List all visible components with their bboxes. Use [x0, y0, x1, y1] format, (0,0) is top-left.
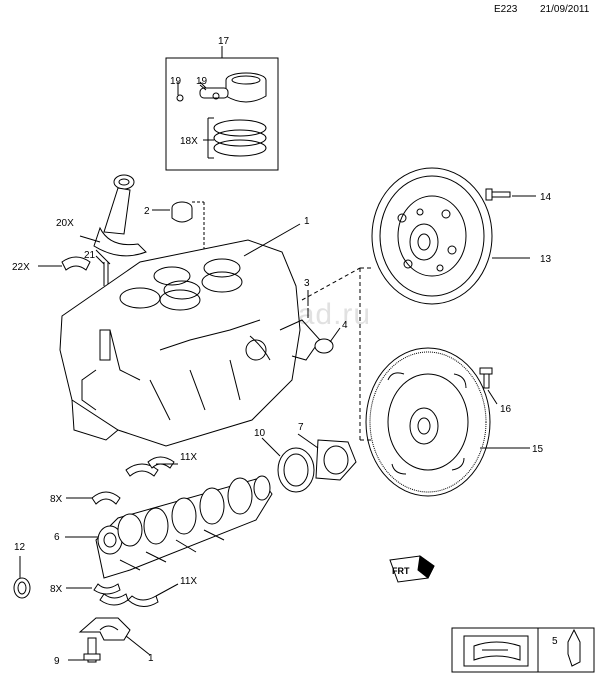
- front-direction-marker: FRT: [389, 555, 435, 583]
- callout-1-cap: 1: [148, 653, 154, 664]
- connecting-rod: [93, 174, 147, 286]
- flexplate-bolt: [479, 367, 493, 389]
- callout-11x-upper: 11X: [180, 452, 197, 463]
- leader-lines: [19, 81, 536, 661]
- legend-box: [451, 627, 595, 673]
- cylinder-block: [59, 239, 321, 447]
- piston-kit-box: [165, 57, 279, 171]
- piston-pin-clip-left: [176, 94, 184, 102]
- piston-rings: [213, 119, 267, 157]
- front-marker-label: FRT: [392, 566, 410, 576]
- callout-3: 3: [304, 278, 310, 289]
- callout-labels: 17 19 19 18X 2 1 20X 21 22X 3 4 10 7 11X…: [12, 36, 558, 667]
- callout-8x-lower: 8X: [50, 584, 63, 595]
- callout-14: 14: [540, 192, 552, 203]
- cap-bolt: [83, 637, 101, 663]
- flexplate: [365, 347, 491, 497]
- callout-4: 4: [342, 320, 348, 331]
- callout-6: 6: [54, 532, 60, 543]
- piston-pin: [199, 87, 229, 99]
- thrust-bearing-upper: [91, 491, 121, 505]
- callout-1-block: 1: [304, 216, 310, 227]
- reference-lines: [301, 267, 372, 441]
- callout-2: 2: [144, 206, 150, 217]
- flywheel-bolt: [485, 188, 511, 201]
- repair-manual-icon: [463, 635, 529, 667]
- piston-pin-clip-right: [212, 92, 220, 100]
- diagram-code: E223: [494, 4, 518, 15]
- front-crank-seal: [13, 577, 31, 599]
- dual-mass-flywheel: [371, 167, 493, 305]
- rear-main-seal: [277, 447, 315, 493]
- callout-10: 10: [254, 428, 266, 439]
- sealant-tube-icon: [567, 628, 581, 667]
- callout-9: 9: [54, 656, 60, 667]
- piston-kit-group: [165, 46, 279, 171]
- bearing-cap: [78, 617, 131, 641]
- rear-seal-housing: [315, 439, 357, 481]
- callout-20x: 20X: [56, 218, 74, 229]
- expansion-plug: [314, 338, 334, 354]
- main-bearing-lower: [99, 593, 159, 607]
- callout-19b: 19: [196, 76, 208, 87]
- diagram-date: 21/09/2011: [540, 4, 590, 15]
- callout-16: 16: [500, 404, 512, 415]
- callout-22x: 22X: [12, 262, 30, 273]
- callout-11x-lower: 11X: [180, 576, 197, 587]
- callout-12: 12: [14, 542, 26, 553]
- callout-21: 21: [84, 250, 96, 261]
- thrust-bearing-lower: [93, 583, 121, 595]
- callout-7: 7: [298, 422, 304, 433]
- callout-13: 13: [540, 254, 552, 265]
- callout-18x: 18X: [180, 136, 198, 147]
- callout-19a: 19: [170, 76, 182, 87]
- callout-17: 17: [218, 36, 230, 47]
- main-bearing-upper: [125, 456, 175, 477]
- crankshaft: [95, 475, 273, 579]
- connecting-rod-bearing: [61, 256, 91, 271]
- core-plug: [171, 201, 205, 252]
- callout-15: 15: [532, 444, 544, 455]
- callout-5: 5: [552, 636, 558, 647]
- callout-8x-upper: 8X: [50, 494, 63, 505]
